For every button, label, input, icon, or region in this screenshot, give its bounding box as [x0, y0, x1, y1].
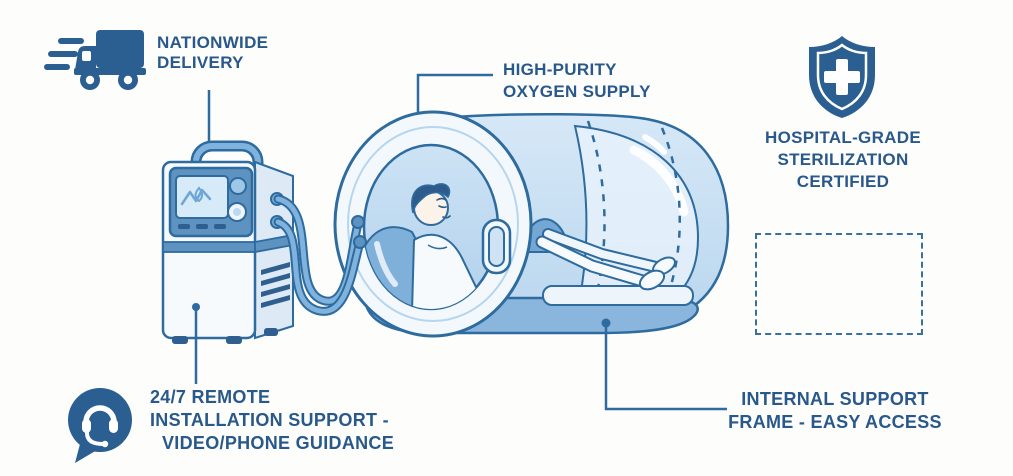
placeholder-box	[755, 233, 923, 335]
support-label-line: 24/7 REMOTE	[150, 387, 271, 407]
callout-connectors	[192, 73, 727, 411]
support-label-line: VIDEO/PHONE GUIDANCE	[162, 433, 395, 453]
internal-frame-label: INTERNAL SUPPORT FRAME - EASY ACCESS	[726, 388, 944, 434]
oxygen-tubes	[273, 194, 367, 316]
sterilization-label-line: STERILIZATION	[777, 150, 909, 169]
hyperbaric-chamber	[333, 110, 730, 338]
sterilization-label-line: CERTIFIED	[796, 172, 890, 191]
shield-cross-icon	[809, 36, 875, 118]
delivery-label: NATIONWIDE DELIVERY	[157, 33, 268, 73]
remote-support-label: 24/7 REMOTE INSTALLATION SUPPORT - VIDEO…	[150, 386, 394, 455]
oxygen-concentrator	[161, 140, 294, 344]
patient-legs	[535, 228, 676, 291]
sterilization-label-line: HOSPITAL-GRADE	[765, 128, 921, 147]
delivery-label-line: NATIONWIDE	[157, 33, 269, 52]
connector-oxygen	[416, 73, 493, 112]
oxygen-label-line: OXYGEN SUPPLY	[503, 82, 651, 101]
frame-label-line: FRAME - EASY ACCESS	[728, 412, 942, 432]
support-label-line: INSTALLATION SUPPORT -	[150, 410, 389, 430]
oxygen-supply-label: HIGH-PURITY OXYGEN SUPPLY	[503, 59, 651, 103]
connector-frame	[604, 323, 727, 411]
delivery-label-line: DELIVERY	[157, 53, 244, 72]
oxygen-label-line: HIGH-PURITY	[503, 60, 617, 79]
chamber-handle	[481, 218, 512, 275]
sterilization-label: HOSPITAL-GRADE STERILIZATION CERTIFIED	[741, 127, 945, 193]
delivery-truck-icon	[44, 30, 146, 90]
internal-support-frame	[542, 285, 694, 306]
frame-label-line: INTERNAL SUPPORT	[741, 389, 929, 409]
headset-chat-icon	[68, 388, 132, 463]
